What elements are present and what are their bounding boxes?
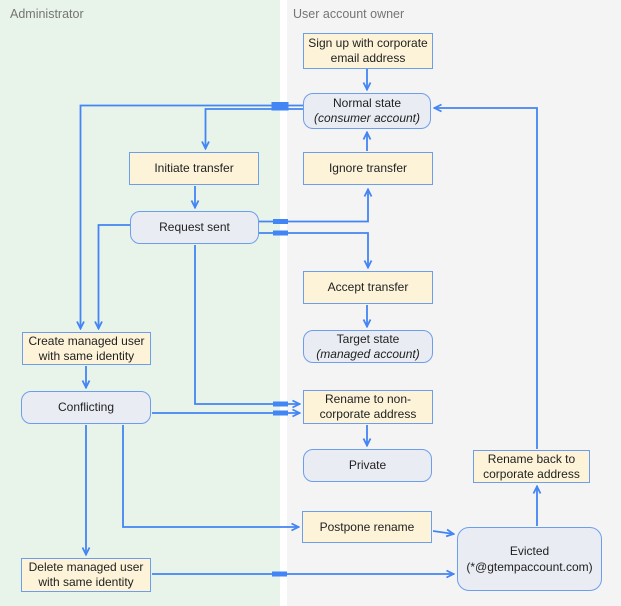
node-request-sent: Request sent (130, 211, 259, 244)
edge-request-to-accept (258, 232, 368, 268)
node-evicted: Evicted (*@gtempaccount.com) (457, 527, 602, 591)
node-accept-transfer-label: Accept transfer (327, 280, 409, 294)
node-rename-back-to-corporate-label: Rename back to corporate address (483, 451, 580, 481)
node-postpone-rename-label: Postpone rename (319, 519, 415, 534)
node-normal-state: Normal state (consumer account) (303, 93, 431, 129)
node-private: Private (303, 449, 432, 482)
lane-crossing-mark (273, 219, 288, 224)
edge-normal-to-initiate (206, 108, 303, 149)
lane-crossing-mark (272, 571, 287, 577)
node-target-state-title: Target state (336, 331, 400, 346)
node-accept-transfer: Accept transfer (303, 271, 433, 304)
node-conflicting: Conflicting (21, 391, 151, 424)
node-normal-state-subtitle: (consumer account) (313, 111, 421, 125)
node-target-state: Target state (managed account) (303, 330, 433, 363)
edge-request-to-ignore (258, 189, 368, 223)
node-normal-state-title: Normal state (332, 96, 402, 110)
edge-request-to-create-managed (99, 224, 130, 329)
lane-administrator: Administrator (0, 0, 280, 606)
node-create-managed-user: Create managed user with same identity (22, 332, 151, 365)
node-rename-back-to-corporate: Rename back to corporate address (473, 450, 590, 483)
node-sign-up: Sign up with corporate email address (303, 33, 433, 69)
node-initiate-transfer-label: Initiate transfer (154, 161, 234, 175)
node-postpone-rename: Postpone rename (302, 511, 432, 543)
node-sign-up-label: Sign up with corporate email address (308, 36, 428, 65)
node-ignore-transfer: Ignore transfer (303, 152, 433, 185)
node-evicted-title: Evicted (509, 544, 550, 558)
node-target-state-subtitle: (managed account) (316, 346, 420, 361)
node-create-managed-user-label: Create managed user with same identity (28, 333, 145, 363)
node-evicted-subtitle: (*@gtempaccount.com) (466, 560, 593, 574)
node-request-sent-label: Request sent (159, 220, 230, 234)
lane-crossing-mark (271, 102, 289, 111)
node-private-label: Private (348, 458, 387, 472)
edge-rename-back-to-normal (434, 108, 538, 449)
edge-conflicting-to-postpone (122, 425, 299, 527)
lane-crossing-mark (273, 230, 288, 236)
edge-normal-to-create-managed (81, 104, 303, 330)
edge-request-to-rename-noncorp (194, 245, 300, 404)
lane-user-account-owner-label: User account owner (293, 7, 405, 21)
node-delete-managed-user-label: Delete managed user with same identity (28, 560, 144, 589)
node-initiate-transfer: Initiate transfer (129, 152, 259, 185)
node-rename-to-non-corporate: Rename to non- corporate address (303, 390, 433, 424)
lane-crossing-mark (273, 401, 288, 407)
node-conflicting-label: Conflicting (57, 400, 115, 414)
lane-administrator-label: Administrator (10, 7, 84, 21)
node-delete-managed-user: Delete managed user with same identity (21, 558, 151, 592)
node-ignore-transfer-label: Ignore transfer (328, 161, 408, 175)
edge-postpone-to-evicted (432, 531, 454, 534)
lane-crossing-mark (273, 410, 288, 416)
node-rename-to-non-corporate-label: Rename to non- corporate address (319, 392, 417, 421)
